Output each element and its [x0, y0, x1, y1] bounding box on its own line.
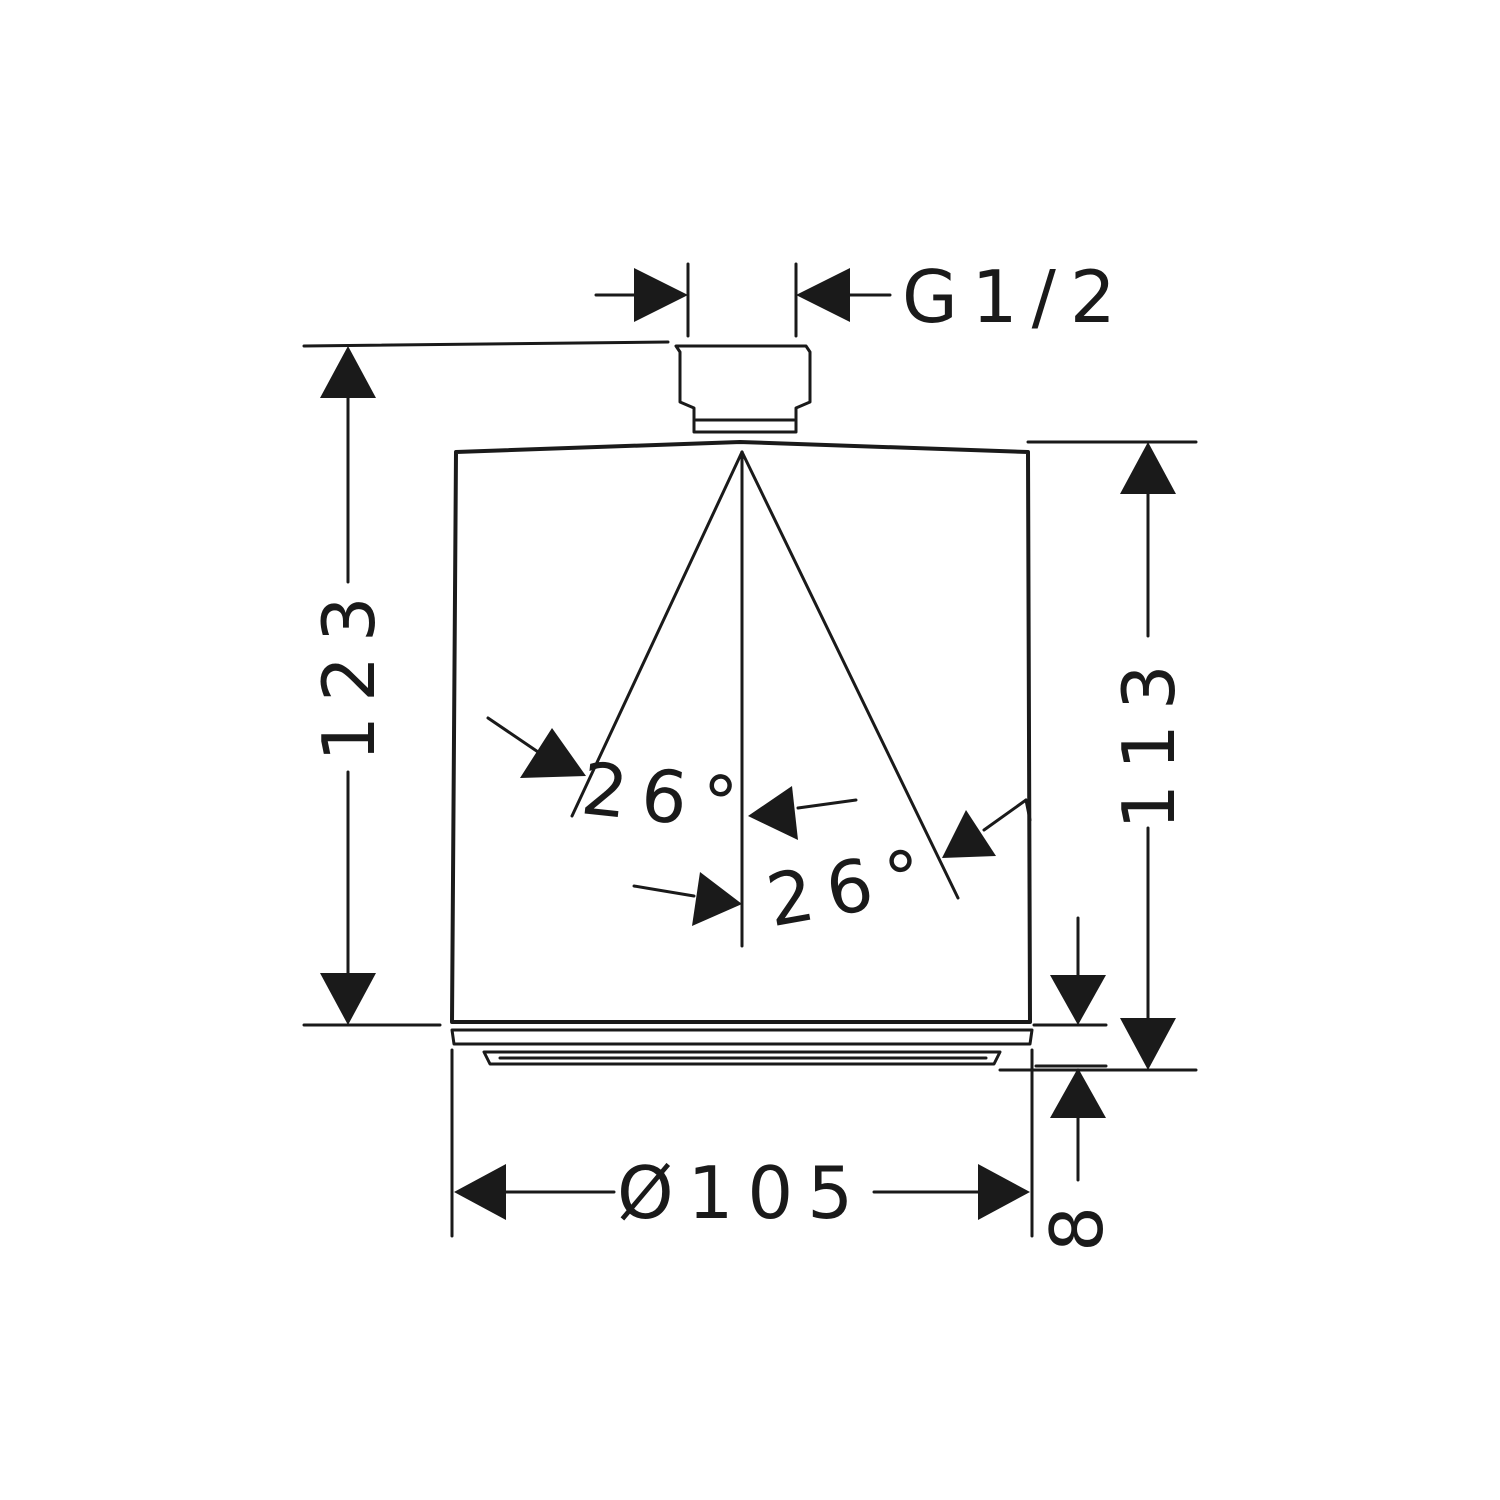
- spray-angle-lines: [570, 450, 960, 948]
- dimension-angle-left: 26°: [486, 716, 858, 848]
- arrow-thread-left: [634, 268, 688, 322]
- arrow-angle-right-inner: [692, 872, 742, 926]
- angle-left-leader-outer: [486, 716, 546, 758]
- spray-line-left: [570, 450, 744, 818]
- spray-plate: [482, 1050, 1002, 1066]
- dimension-spray-height: 8: [1032, 916, 1119, 1252]
- arrow-diameter-left: [454, 1164, 506, 1220]
- arrow-diameter-right: [978, 1164, 1030, 1220]
- angle-right-leader-tick: [1024, 798, 1032, 822]
- arrow-angle-left-inner: [748, 786, 798, 840]
- arrow-thread-right: [796, 268, 850, 322]
- dimension-angle-left-label: 26°: [578, 746, 755, 847]
- arrow-height-total-top: [320, 346, 376, 398]
- dimension-height-body: 113: [998, 440, 1198, 1072]
- dimension-spray-height-label: 8: [1035, 1192, 1119, 1252]
- angle-left-leader-inner: [796, 798, 858, 810]
- spray-line-right: [740, 450, 960, 900]
- arrow-angle-left-outer: [520, 728, 586, 778]
- connector-nut: [674, 344, 812, 434]
- face-plate: [450, 1028, 1034, 1046]
- dimension-height-total: 123: [302, 340, 670, 1027]
- arrow-height-total-bottom: [320, 973, 376, 1025]
- arrow-height-body-bottom: [1120, 1018, 1176, 1070]
- dimension-height-body-label: 113: [1107, 650, 1191, 829]
- dimension-diameter-label: Ø105: [617, 1151, 867, 1235]
- arrow-height-body-top: [1120, 442, 1176, 494]
- dimension-diameter: Ø105: [450, 1048, 1034, 1238]
- dimension-angle-right-label: 26°: [761, 831, 943, 943]
- shower-head-outline: [450, 344, 1034, 1066]
- dimension-height-total-label: 123: [307, 582, 391, 761]
- arrow-spray-height-bottom: [1050, 1068, 1106, 1118]
- dimension-thread: G1/2: [594, 255, 1130, 339]
- arrow-angle-right-outer: [942, 810, 996, 858]
- angle-right-leader-inner: [632, 884, 696, 898]
- head-body: [450, 440, 1032, 1024]
- angle-right-leader-outer: [982, 798, 1028, 832]
- height-total-extension-top: [302, 340, 670, 348]
- arrow-spray-height-top: [1050, 975, 1106, 1025]
- dimension-thread-label: G1/2: [902, 255, 1130, 339]
